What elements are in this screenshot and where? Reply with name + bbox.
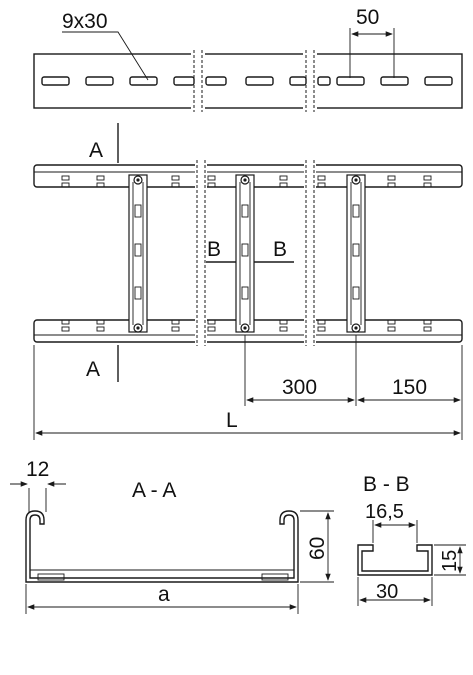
slot-size-label: 9x30: [62, 10, 108, 33]
rung-3: [346, 174, 366, 333]
section-bb: B - B 16,5 15 30: [357, 473, 466, 606]
section-a-bottom-label: A: [86, 358, 100, 381]
rung-2: [235, 174, 255, 333]
width-dim: a: [158, 583, 170, 606]
rung-spacing-dim: 300: [282, 376, 317, 399]
length-dim: L: [226, 409, 238, 432]
rail-holes: [61, 175, 432, 332]
end-offset-dim: 150: [392, 376, 427, 399]
section-b-left-label: B: [207, 238, 221, 261]
ladder-plan-view: A A B B 300 150 L: [33, 123, 463, 440]
side-rail-strip: 9x30 50: [33, 6, 463, 112]
slot-row: [41, 76, 453, 86]
flange-dim: 12: [26, 458, 49, 481]
slot-pitch-label: 50: [356, 6, 379, 29]
section-bb-title: B - B: [363, 473, 410, 496]
profile-height-dim: 15: [439, 550, 461, 572]
section-b-right-label: B: [273, 238, 287, 261]
rung-1: [128, 174, 148, 333]
slot-width-dim: 16,5: [365, 501, 404, 523]
height-dim: 60: [306, 537, 329, 560]
section-aa-title: A - A: [132, 479, 176, 502]
section-aa: A - A 12 60 a: [10, 458, 334, 614]
profile-width-dim: 30: [376, 581, 398, 603]
section-a-top-label: A: [89, 139, 103, 162]
